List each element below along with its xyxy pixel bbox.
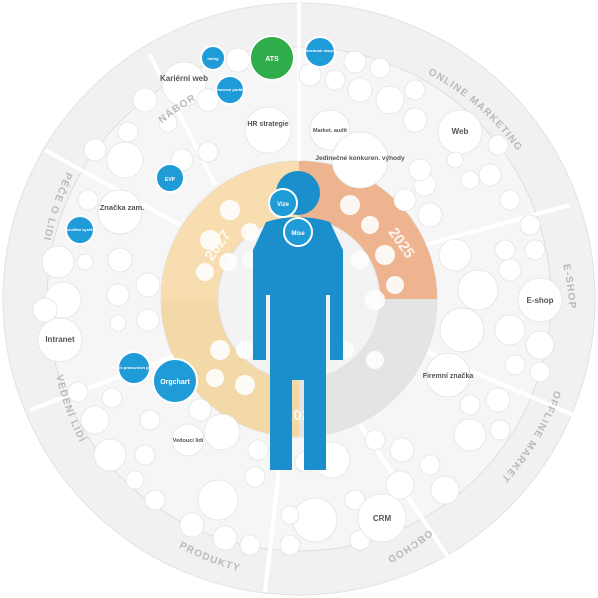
hiring-bubble[interactable] [200,45,226,71]
benefitni-bubble[interactable] [65,215,95,245]
facebook-label: Facebook skupin [304,48,337,53]
pracovni-portaly-label: Pracovní portály [214,87,246,92]
pracovni-portaly-bubble[interactable] [215,75,245,105]
marketing-audit-label: Market. audit [313,128,347,134]
evp-label: EVP [165,177,176,183]
outer-bubbles [32,47,563,556]
mise-bubble[interactable] [283,217,313,247]
orgchart-label: Orgchart [160,379,190,386]
popis-pozic-bubble[interactable] [117,351,151,385]
facebook-bubble[interactable] [304,36,336,68]
quadrant-2027 [161,161,299,299]
vedouci-lidi-label: Vedoucí lidí [173,438,204,444]
intranet-label: Intranet [45,335,75,344]
popis-pozic-label: Popis pracovních pozic [112,365,157,370]
vize-label: Vize [277,202,290,208]
web-label: Web [452,127,469,136]
hr-strategie-label: HR strategie [247,121,288,128]
quadrant-2026 [161,299,299,437]
znacka-zam-label: Značka zam. [100,203,145,212]
firemni-znacka-label: Firemní značka [423,373,474,380]
orgchart-bubble[interactable] [152,358,198,404]
ats-label: ATS [265,56,279,63]
crm-label: CRM [373,514,392,523]
ats-bubble[interactable] [249,35,295,81]
vize-bubble[interactable] [268,188,298,218]
mise-label: Mise [291,231,305,237]
karierni-web-label: Kariérní web [160,74,208,83]
quadrant-lower-right [299,299,437,437]
benefitni-label: Benefitní systém [64,227,96,232]
jedinecne-label: Jedinečné konkuren. výhody [315,155,405,162]
evp-bubble[interactable] [155,163,185,193]
eshop-label: E-shop [526,296,553,305]
hiring-label: hiring [207,56,219,61]
